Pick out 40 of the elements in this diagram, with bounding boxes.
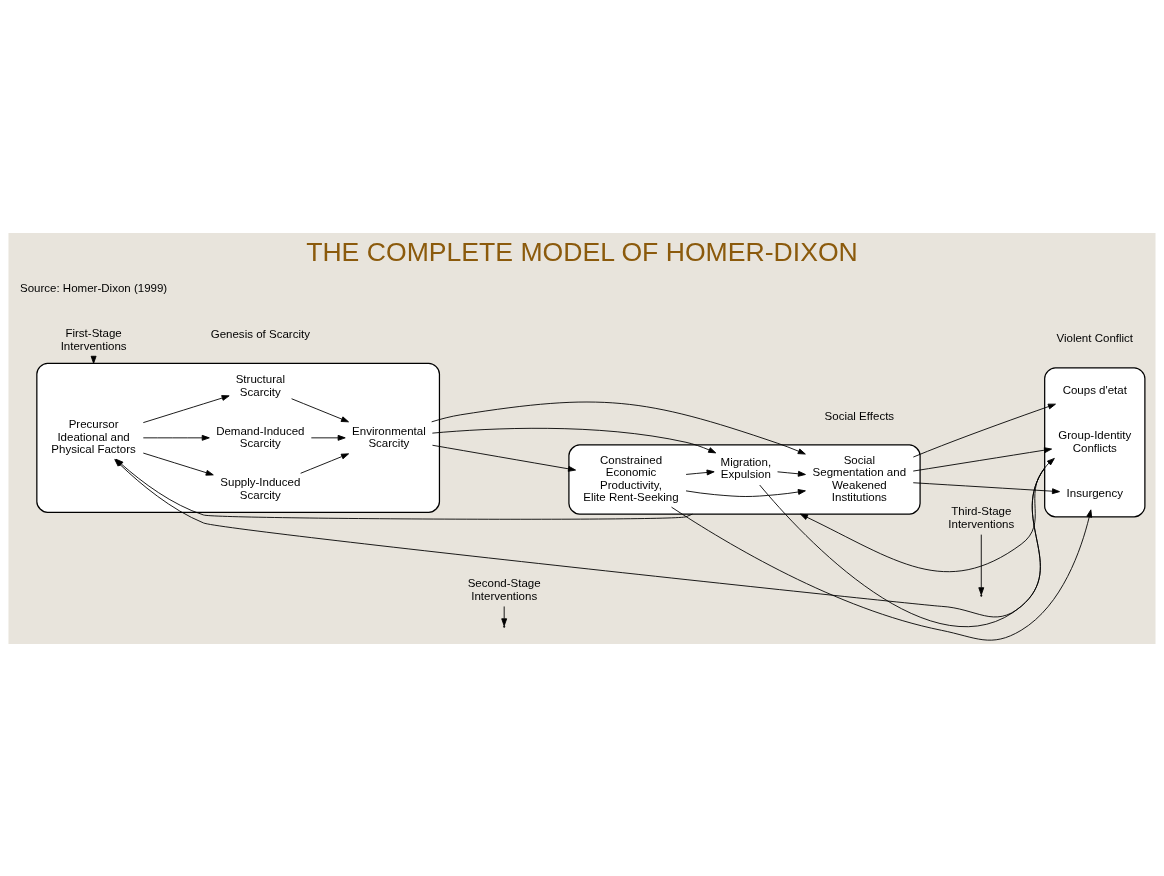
arrow: [300, 452, 350, 474]
arrow: [685, 469, 715, 475]
arrow: [912, 481, 1060, 494]
node-text: Third-Stage Interventions: [948, 504, 1015, 530]
arrow: [685, 488, 806, 497]
label: Source: Homer-Dixon (1999): [20, 281, 168, 294]
node-text: Coups d'etat: [1062, 383, 1127, 396]
arrow: [912, 446, 1053, 472]
arrow: [777, 470, 806, 477]
node-text: Constrained Economic Productivity, Elite Rent-Seeking: [583, 453, 679, 503]
node-text: Supply-Induced Scarcity: [220, 475, 301, 500]
label: Genesis of Scarcity: [210, 327, 310, 340]
arrow: [978, 533, 985, 595]
node-text: Structural Scarcity: [235, 372, 285, 398]
arrow: [800, 467, 1046, 572]
node-text: Insurgency: [1066, 486, 1123, 499]
cluster: [36, 362, 441, 513]
arrow: [431, 401, 806, 454]
node-text: Social Segmentation and Weakened Institutions: [812, 453, 907, 503]
node-text: First-Stage Interventions: [60, 326, 127, 352]
arrow: [759, 457, 1055, 627]
arrow: [142, 394, 230, 423]
node-text: Precursor Ideational and Physical Factors: [51, 417, 136, 455]
arrow: [501, 605, 508, 626]
node-text: Second-Stage Interventions: [467, 576, 541, 602]
arrow: [310, 434, 346, 441]
arrow: [912, 403, 1056, 457]
node-text: Group-Identity Conflicts: [1058, 428, 1132, 453]
arrow: [142, 452, 214, 476]
label: Social Effects: [824, 409, 895, 422]
node-text: Demand-Induced Scarcity: [216, 424, 305, 449]
label: Violent Conflict: [1056, 331, 1134, 344]
arrow: [671, 506, 1093, 641]
diagram-title: THE COMPLETE MODEL OF HOMER-DIXON: [306, 236, 858, 267]
arrow: [291, 397, 349, 422]
arrow: [142, 434, 210, 441]
node-text: Environmental Scarcity: [352, 424, 426, 449]
arrow: [432, 444, 577, 472]
node-text: Migration, Expulsion: [720, 455, 772, 480]
arrow: [431, 427, 717, 453]
